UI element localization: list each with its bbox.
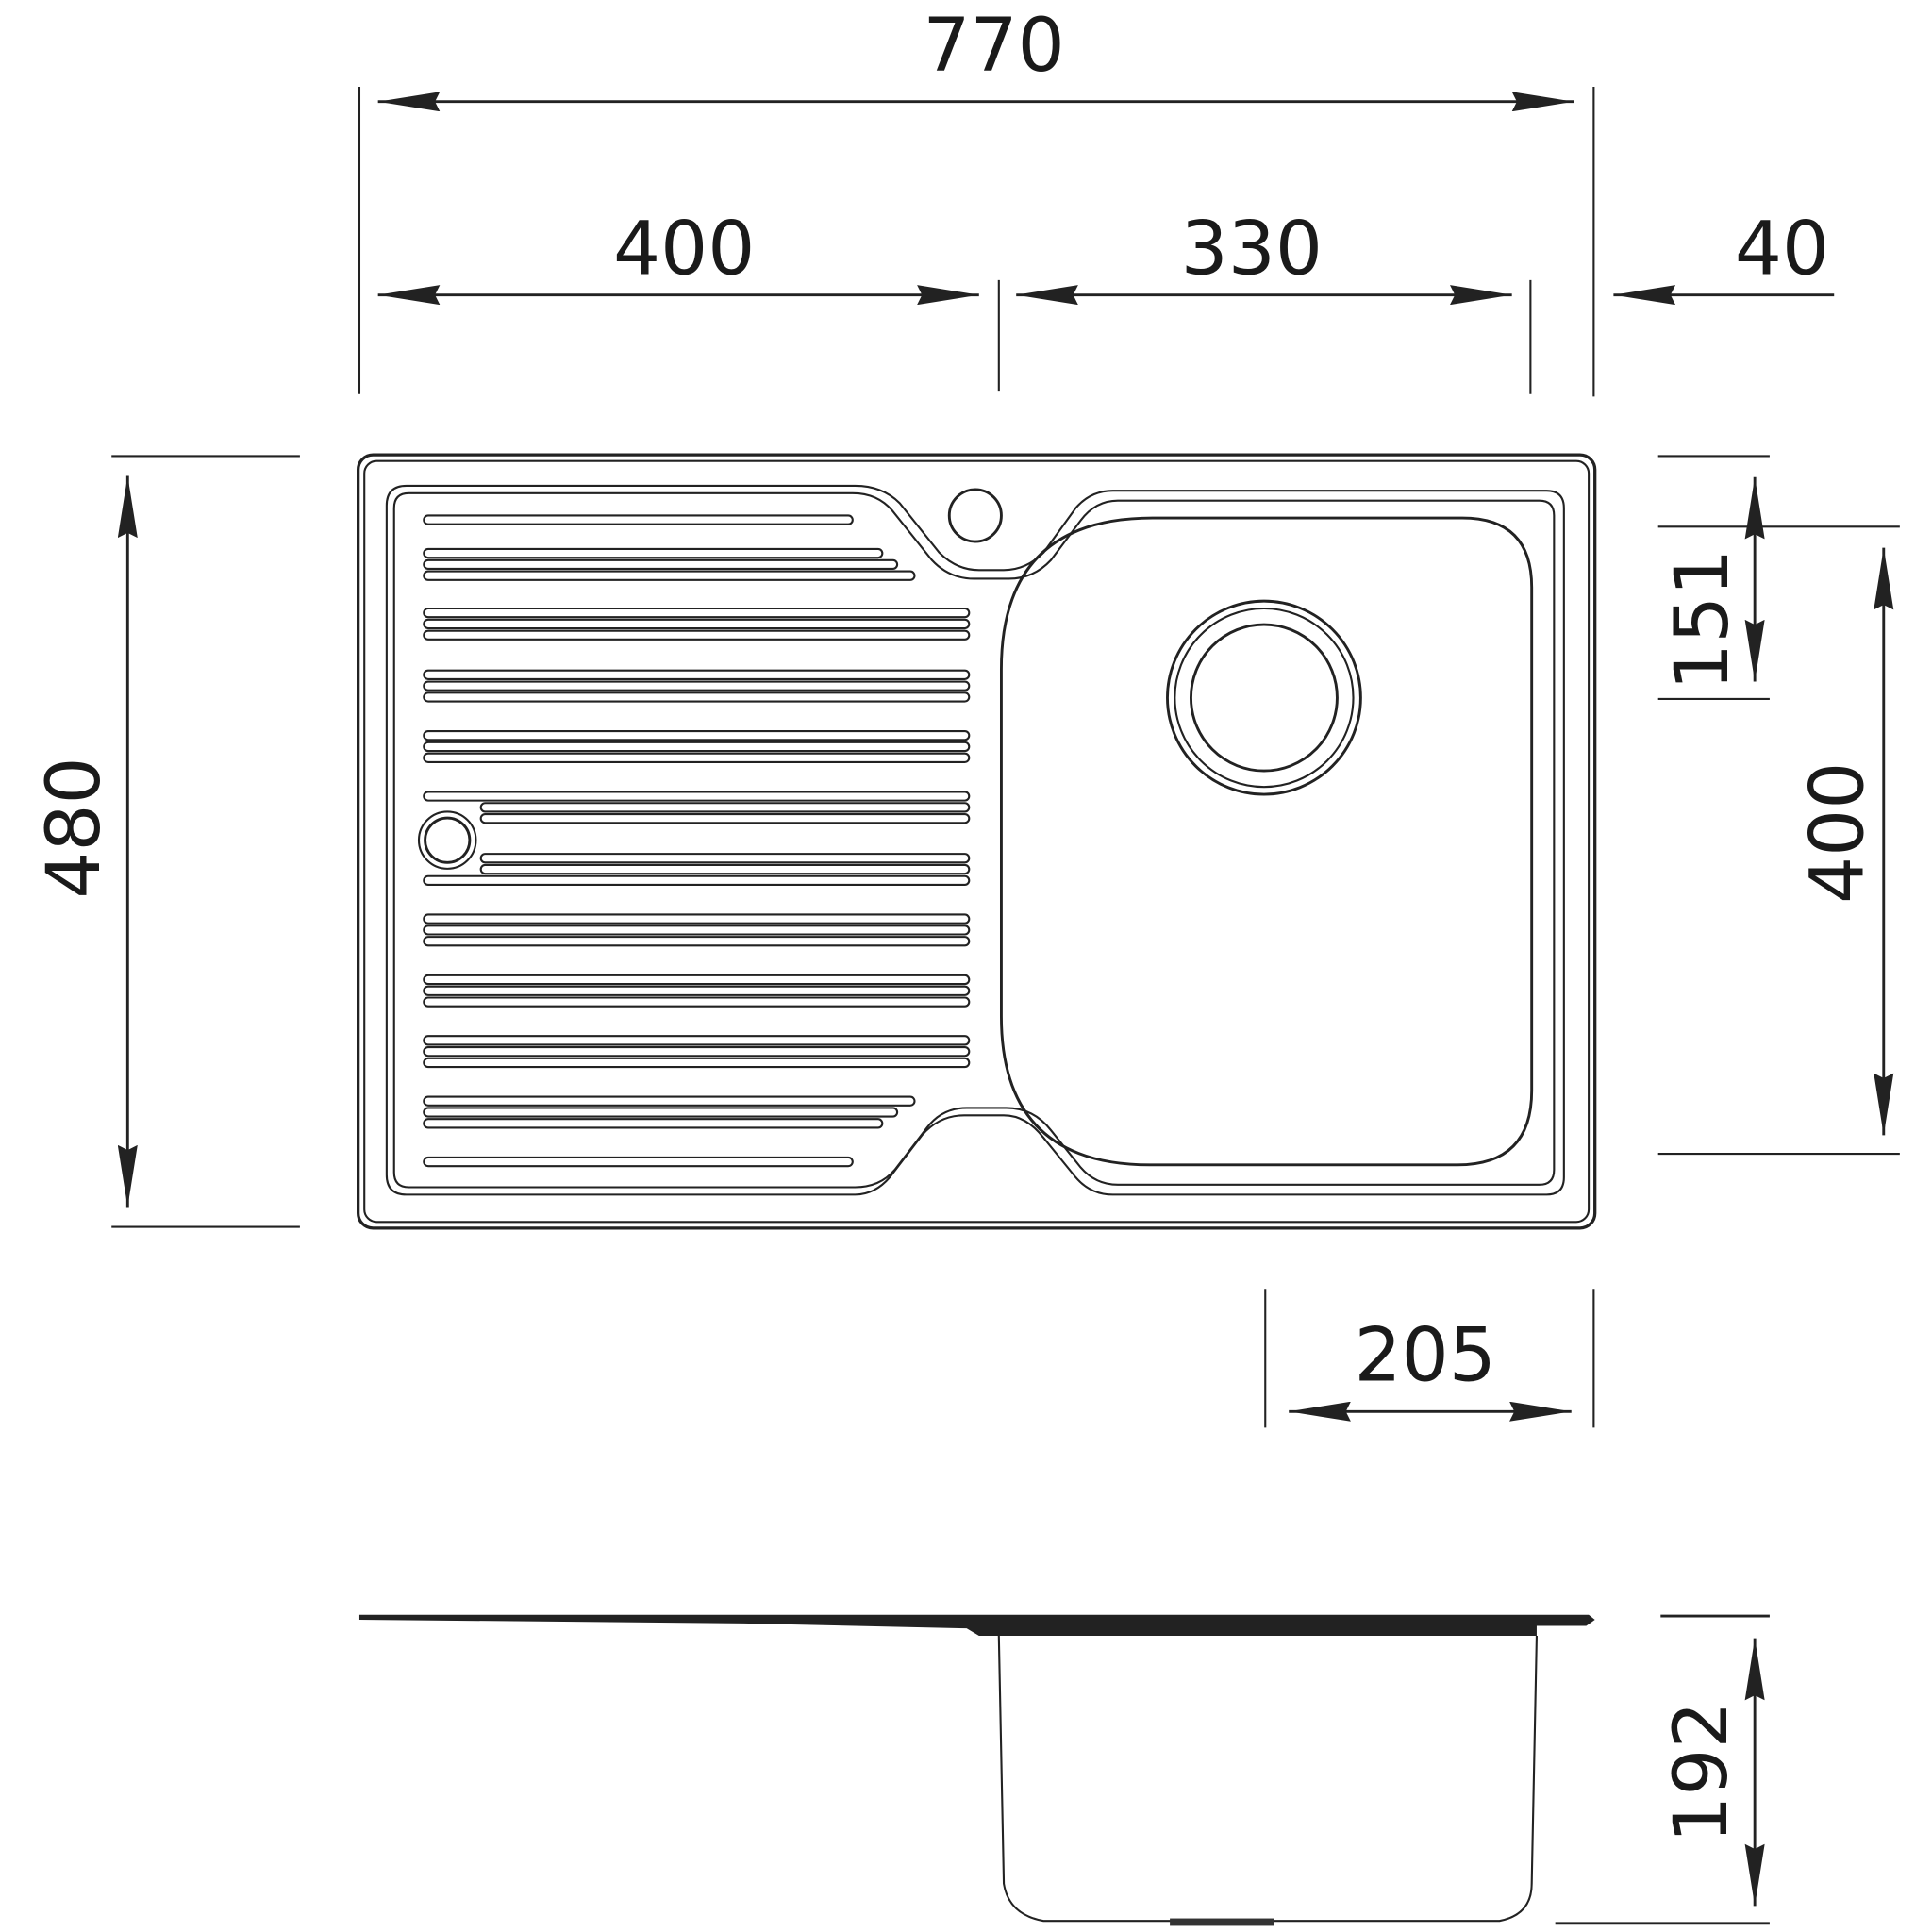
label-205: 205 — [1355, 1311, 1496, 1398]
dimension-right-margin: 40 — [1613, 205, 1835, 306]
sink-top-view — [357, 453, 1597, 1230]
bowl-outline — [999, 516, 1534, 1167]
dimension-drainer-width: 400 — [377, 205, 1000, 392]
waste-outlet-inner — [1189, 623, 1339, 773]
dimension-bowl-depth: 192 — [1555, 1614, 1770, 1925]
drainer-ribs — [423, 514, 971, 1168]
label-770: 770 — [923, 2, 1064, 89]
waste-outlet-mid — [1174, 607, 1355, 789]
label-400-drainer: 400 — [613, 205, 755, 291]
dimension-bowl-offset: 151 — [1657, 455, 1900, 700]
dimension-waste-offset: 205 — [1264, 1289, 1595, 1428]
dimension-bowl-width: 330 — [1016, 205, 1532, 394]
dimension-bowl-length: 400 — [1657, 547, 1900, 1156]
sink-side-view — [358, 1614, 1595, 1926]
label-400-bowl: 400 — [1793, 762, 1880, 904]
label-480: 480 — [30, 757, 117, 898]
label-40: 40 — [1735, 205, 1829, 291]
waste-outlet-outer — [1166, 599, 1362, 796]
label-192: 192 — [1657, 1701, 1744, 1842]
tap-hole — [947, 488, 1003, 543]
overflow-hole — [424, 816, 472, 864]
dimension-overall-depth: 480 — [30, 455, 300, 1228]
dimension-overall-width: 770 — [358, 2, 1595, 397]
label-330: 330 — [1181, 205, 1323, 291]
label-151: 151 — [1658, 549, 1745, 691]
